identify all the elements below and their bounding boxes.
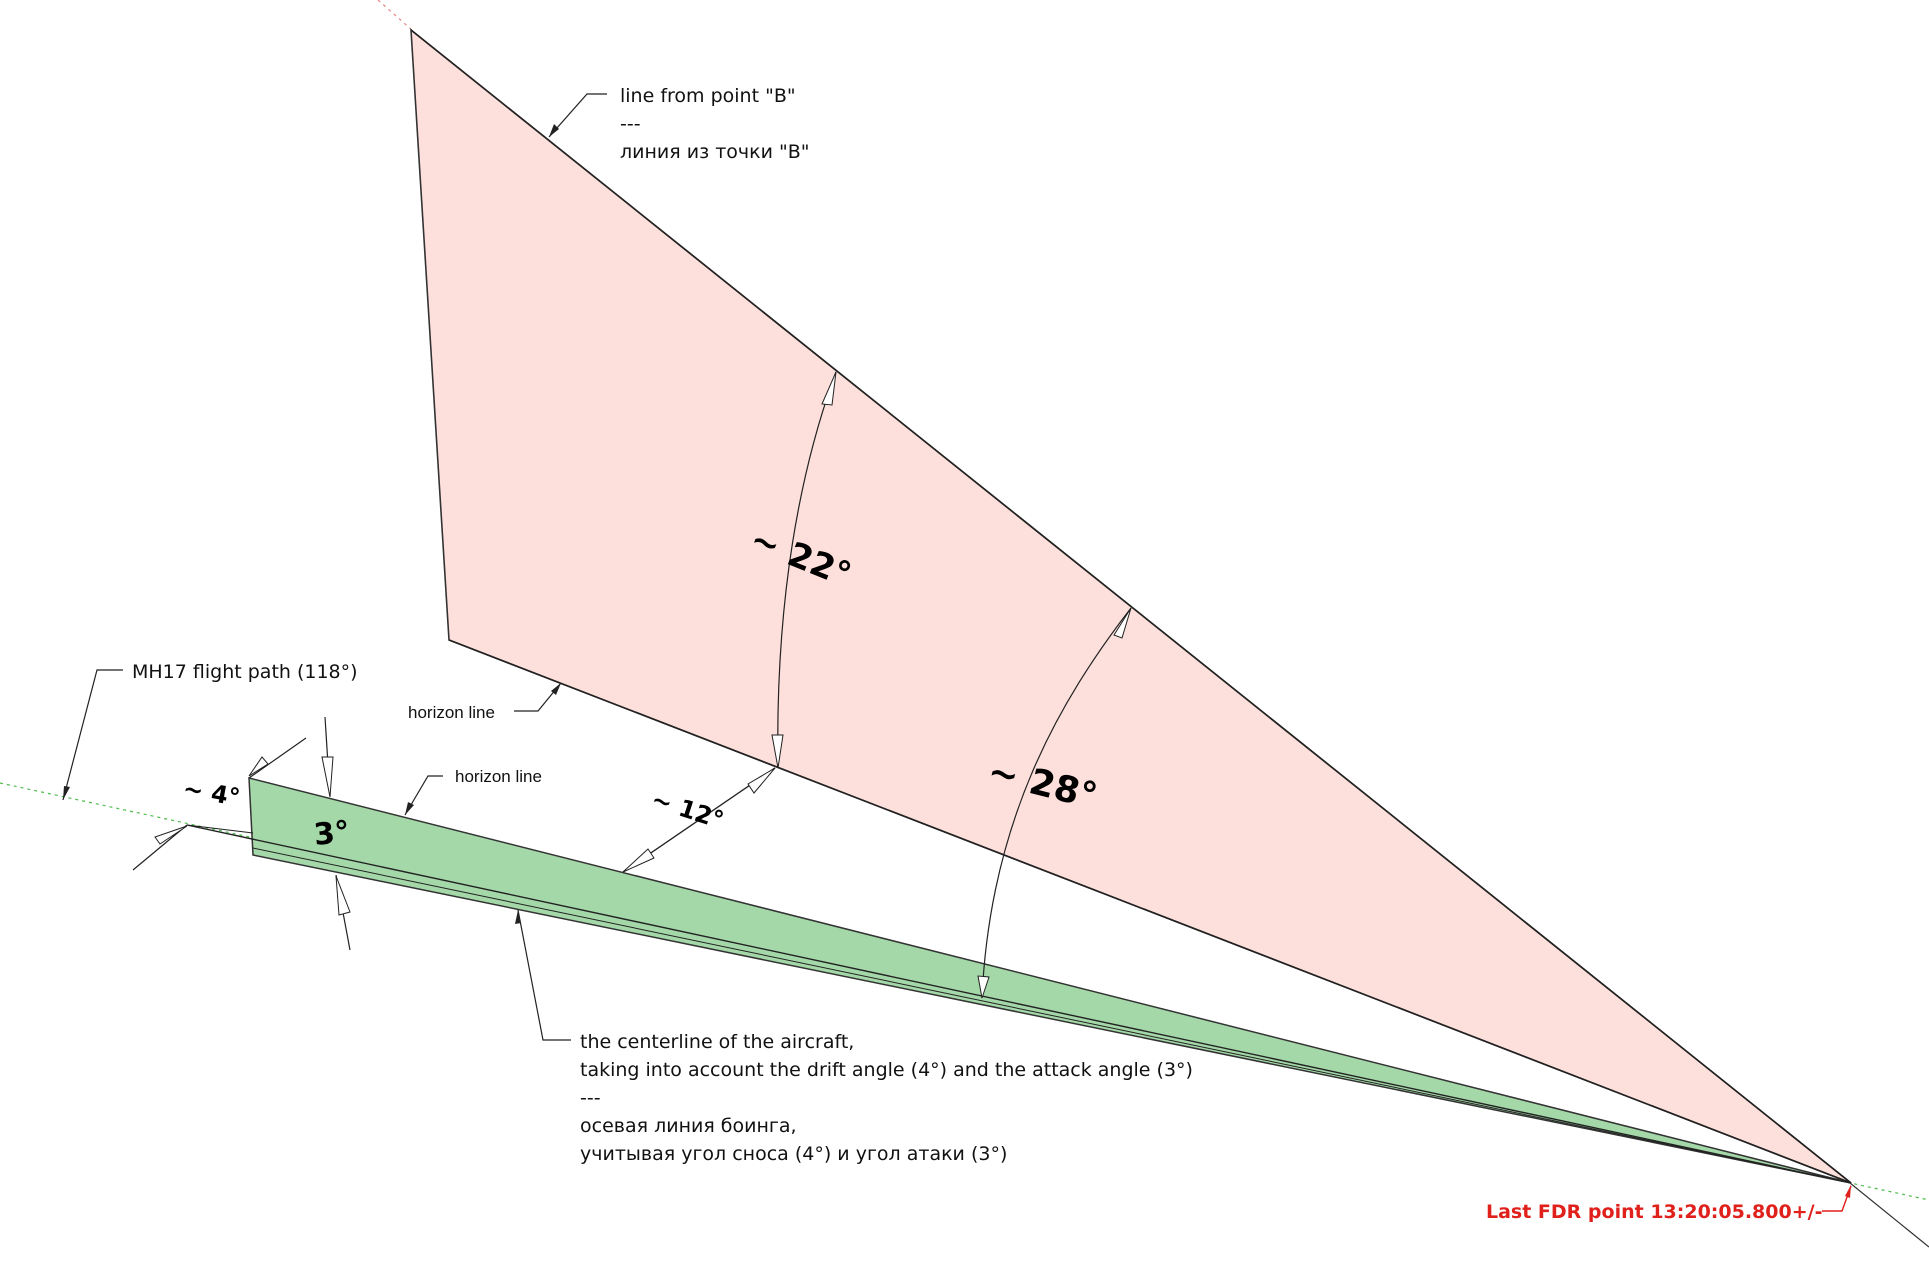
- centerline-label-2: taking into account the drift angle (4°)…: [580, 1059, 1193, 1081]
- flight-path-label: MH17 flight path (118°): [132, 661, 358, 683]
- flight-path-segment: [252, 847, 1852, 1184]
- horizon-upper-arrow: [551, 683, 561, 695]
- green-aircraft-wedge: [248, 777, 1852, 1184]
- drift-angle-leader: [248, 737, 307, 779]
- angle-3-label: 3°: [312, 814, 351, 853]
- flight-path-arrow: [63, 786, 70, 800]
- attack-arrowhead-bottom: [335, 875, 351, 916]
- drift-arrowhead-lower: [154, 825, 188, 845]
- aircraft-centerline: [186, 824, 1852, 1184]
- upper-horizon-line: [448, 639, 1852, 1184]
- twenty-eight-arrowhead-bottom: [977, 975, 990, 999]
- fdr-point-label: Last FDR point 13:20:05.800+/-: [1486, 1201, 1822, 1223]
- centerline-label-ru-1: осевая линия боинга,: [580, 1115, 797, 1137]
- line-b-guide-lower: [1849, 1182, 1929, 1248]
- line-b-label-sep: ---: [620, 113, 641, 135]
- horizon-lower-leader: [404, 775, 443, 816]
- twenty-two-degree-arc: [777, 371, 837, 769]
- angle-4-label: ~ 4°: [181, 774, 242, 812]
- fdr-leader: [1822, 1185, 1852, 1212]
- line-b-guide-upper: [377, 0, 413, 31]
- centerline-label-sep: ---: [580, 1087, 601, 1109]
- flight-path-leader: [62, 669, 123, 801]
- attack-arrowhead-top: [321, 756, 334, 798]
- twelve-arrowhead-high: [747, 767, 776, 794]
- drift-base-tick: [186, 824, 254, 834]
- horizon-line-label-lower: horizon line: [455, 767, 542, 786]
- line-b-label-en: line from point "B": [620, 85, 796, 107]
- twenty-eight-degree-arc: [981, 607, 1132, 999]
- line-b-callout-arrow: [549, 124, 559, 137]
- centerline-leader: [517, 909, 571, 1041]
- line-b-label-ru: линия из точки "B": [620, 141, 810, 163]
- twenty-two-arrowhead-bottom: [771, 734, 784, 769]
- horizon-line-label-upper: horizon line: [408, 703, 495, 722]
- twenty-eight-arrowhead-top: [1113, 607, 1132, 639]
- centerline-label-1: the centerline of the aircraft,: [580, 1031, 854, 1053]
- twelve-arrowhead-low: [622, 848, 655, 873]
- drift-arrowhead-upper: [248, 756, 269, 777]
- line-b-callout-leader: [548, 93, 607, 138]
- horizon-upper-leader: [514, 682, 562, 712]
- fdr-arrow: [1845, 1185, 1851, 1198]
- horizon-lower-arrow: [405, 802, 414, 815]
- centerline-label-ru-2: учитывая угол сноса (4°) и угол атаки (3…: [580, 1143, 1007, 1165]
- centerline-arrow: [515, 910, 521, 924]
- line-from-point-b: [410, 29, 1852, 1184]
- twenty-two-arrowhead-top: [821, 371, 837, 406]
